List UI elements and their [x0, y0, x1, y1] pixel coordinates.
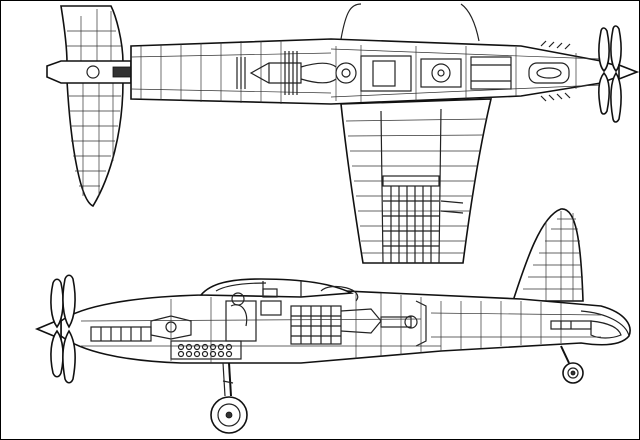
plan-view-propeller [598, 25, 639, 123]
side-view-propeller [50, 274, 76, 384]
plan-view [46, 3, 639, 264]
side-view-tail-wheel [560, 345, 584, 384]
plan-view-tailplane [46, 5, 132, 208]
plan-view-wing [340, 98, 493, 264]
side-view-fin [511, 208, 584, 302]
plan-view-fuselage [130, 3, 636, 105]
side-view [34, 208, 631, 434]
side-view-main-gear [210, 362, 248, 434]
side-view-fuselage [34, 278, 631, 364]
